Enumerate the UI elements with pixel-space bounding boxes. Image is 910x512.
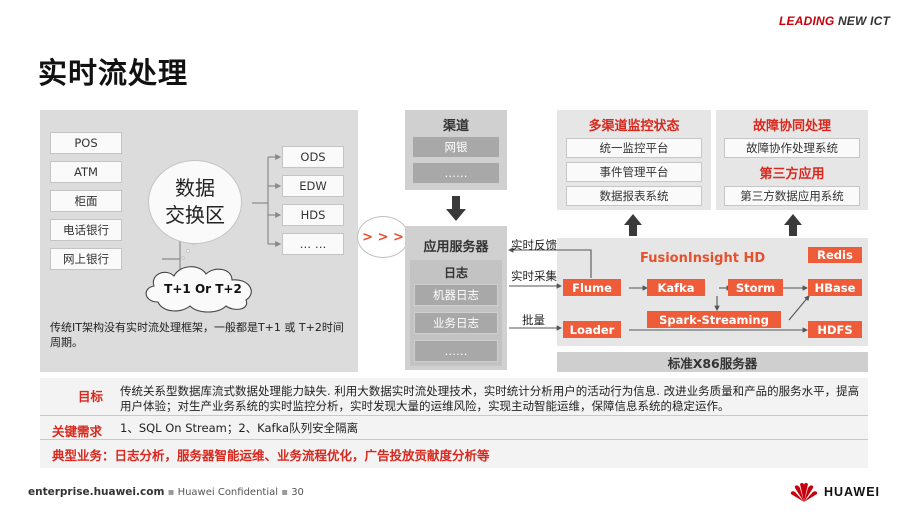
x86-server-bar: 标准X86服务器 [557, 352, 868, 372]
summary-panel [40, 378, 868, 468]
storm-box: Storm [728, 279, 783, 296]
footer-text: enterprise.huawei.com ▪ Huawei Confident… [28, 486, 304, 498]
down-arrow-icon [446, 196, 466, 221]
brand-leading: LEADING [779, 14, 838, 28]
label-feedback: 实时反馈 [511, 238, 557, 252]
channel-more: …… [412, 162, 500, 184]
fault-system: 故障协作处理系统 [724, 138, 860, 158]
log-business: 业务日志 [414, 312, 498, 334]
label-batch: 批量 [522, 313, 545, 327]
third-party-system: 第三方数据应用系统 [724, 186, 860, 206]
source-pos: POS [50, 132, 122, 154]
footer-confidential: Huawei Confidential [177, 487, 279, 498]
redis-box: Redis [808, 247, 862, 263]
exchange-line1: 数据 [175, 176, 215, 200]
target-ods: ODS [282, 146, 344, 168]
up-arrow-icon [624, 214, 642, 236]
channel-ebank: 网银 [412, 136, 500, 158]
fault-title: 故障协同处理 [752, 118, 831, 134]
goal-key: 目标 [78, 389, 104, 404]
app-server-title: 应用服务器 [423, 239, 489, 255]
data-exchange-zone: 数据 交换区 [148, 160, 242, 244]
huawei-logo-icon [790, 483, 818, 502]
goal-text: 传统关系型数据库流式数据处理能力缺失. 利用大数据实时流处理技术，实时统计分析用… [120, 384, 860, 413]
monitor-event: 事件管理平台 [566, 162, 702, 182]
exchange-line2: 交换区 [165, 203, 225, 227]
log-more: …… [414, 340, 498, 362]
requirement-key: 关键需求 [52, 424, 103, 439]
footer-page: 30 [291, 487, 304, 498]
legacy-note: 传统IT架构没有实时流处理框架，一般都是T+1 或 T+2时间周期。 [50, 321, 344, 349]
huawei-wordmark: HUAWEI [824, 485, 880, 499]
divider [40, 439, 868, 440]
target-hds: HDS [282, 204, 344, 226]
flume-box: Flume [563, 279, 621, 296]
log-machine: 机器日志 [414, 284, 498, 306]
brand-logo: LEADING NEW ICT [779, 14, 890, 28]
cycle-label: T+1 Or T+2 [164, 282, 242, 296]
cycle-cloud-icon [145, 266, 252, 313]
transition-arrow: > > > [357, 216, 409, 258]
requirement-text: 1、SQL On Stream；2、Kafka队列安全隔离 [120, 421, 359, 435]
divider [40, 415, 868, 416]
spark-streaming-box: Spark-Streaming [647, 311, 781, 328]
third-party-title: 第三方应用 [759, 166, 825, 182]
target-more: … … [282, 233, 344, 255]
fusioninsight-title: FusionInsight HD [640, 251, 766, 266]
monitor-unified: 统一监控平台 [566, 138, 702, 158]
monitor-report: 数据报表系统 [566, 186, 702, 206]
page-title: 实时流处理 [38, 56, 189, 90]
label-collect: 实时采集 [511, 269, 557, 283]
loader-box: Loader [563, 321, 621, 338]
monitor-title: 多渠道监控状态 [588, 118, 680, 134]
channel-title: 渠道 [442, 118, 469, 134]
kafka-box: Kafka [647, 279, 705, 296]
log-title: 日志 [443, 265, 468, 280]
brand-newict: NEW ICT [837, 14, 890, 28]
footer-site: enterprise.huawei.com [28, 486, 165, 498]
typical-business: 典型业务：日志分析，服务器智能运维、业务流程优化，广告投放贡献度分析等 [52, 448, 490, 463]
source-phone-bank: 电话银行 [50, 219, 122, 241]
hbase-box: HBase [808, 279, 862, 296]
source-atm: ATM [50, 161, 122, 183]
up-arrow-icon [784, 214, 802, 236]
hdfs-box: HDFS [808, 321, 862, 338]
source-counter: 柜面 [50, 190, 122, 212]
source-online-bank: 网上银行 [50, 248, 122, 270]
target-edw: EDW [282, 175, 344, 197]
fusion-flow-arrows [507, 247, 810, 333]
